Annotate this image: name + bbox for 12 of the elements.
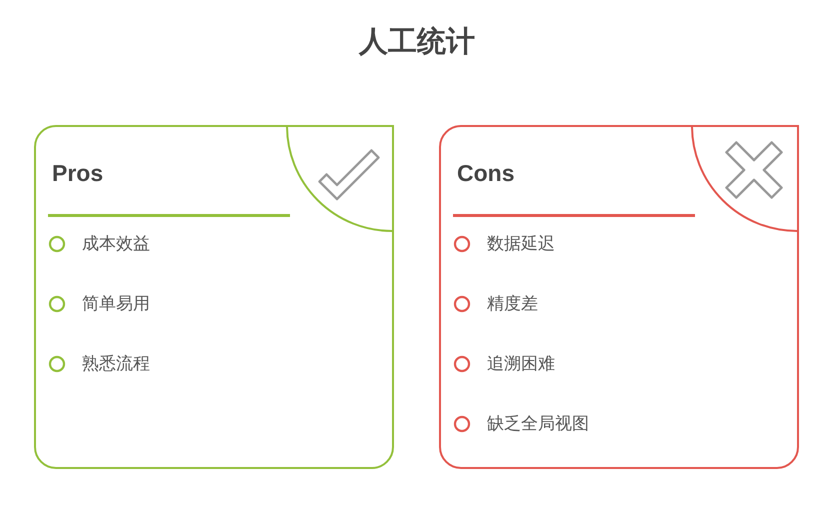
list-item-text: 精度差: [487, 293, 538, 315]
diagram-title: 人工统计: [358, 25, 476, 60]
list-item-text: 追溯困难: [487, 353, 555, 375]
list-item-text: 数据延迟: [487, 233, 555, 255]
list-item-text: 缺乏全局视图: [487, 413, 589, 435]
card-heading: Pros: [52, 159, 104, 187]
list-item-text: 成本效益: [82, 233, 150, 255]
card-panel: [34, 125, 394, 469]
card-heading: Cons: [457, 159, 514, 187]
list-item-text: 熟悉流程: [82, 353, 150, 375]
list-item-text: 简单易用: [82, 293, 150, 315]
card-panel: [439, 125, 799, 469]
